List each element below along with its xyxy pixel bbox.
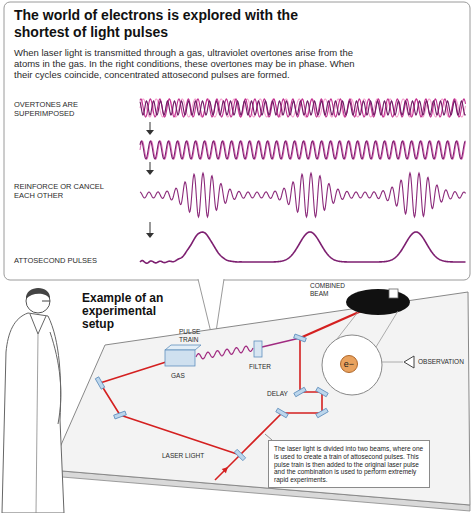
laser-beam	[240, 338, 322, 455]
callout-box	[4, 2, 470, 280]
mirror	[316, 408, 328, 417]
part-label: GAS	[171, 372, 185, 380]
electron-circle: e−	[340, 355, 358, 373]
gas-cell	[165, 350, 195, 366]
part-label: COMBINED BEAM	[310, 282, 350, 297]
overtone-wave	[140, 99, 466, 117]
person-head	[26, 289, 50, 313]
overtone-wave	[140, 99, 466, 117]
target-area	[346, 289, 410, 315]
mirror	[276, 408, 288, 417]
table-top	[50, 292, 470, 505]
person-collar	[30, 314, 46, 334]
callout-tail-join	[199, 279, 223, 281]
part-label: LASER LIGHT	[162, 452, 204, 460]
mirror	[95, 377, 104, 389]
down-arrow	[150, 122, 151, 131]
person-arm	[50, 332, 61, 424]
mirror	[316, 387, 328, 396]
caption-text: The laser light is divided into two beam…	[274, 445, 424, 484]
mirror	[294, 387, 306, 396]
overtone-wave	[140, 101, 466, 115]
arrow-head	[146, 233, 154, 238]
mirror	[114, 411, 127, 419]
part-label: FILTER	[249, 363, 271, 371]
part-label: OBSERVATION	[418, 358, 464, 366]
filter	[254, 341, 262, 357]
person-coat-line	[36, 334, 38, 513]
title: The world of electrons is explored with …	[14, 7, 304, 41]
row-label: OVERTONES ARE SUPERIMPOSED	[14, 100, 114, 118]
intro-text: When laser light is transmitted through …	[14, 47, 359, 80]
attosecond-pulse-curve	[140, 232, 466, 263]
caption-box: The laser light is divided into two beam…	[268, 440, 430, 488]
person-coat	[2, 313, 64, 513]
electron-symbol: e−	[344, 359, 354, 370]
mirror	[294, 334, 307, 342]
laser-beam	[215, 455, 240, 480]
eye-symbol	[404, 356, 414, 368]
pulse-train-beam	[262, 338, 300, 347]
arrow-head	[222, 467, 228, 473]
in-phase-wave	[140, 141, 466, 159]
down-arrow	[150, 162, 151, 171]
part-label: PULSE TRAIN	[179, 328, 204, 343]
person-glasses	[42, 301, 50, 302]
zoom-circle	[322, 335, 382, 395]
observation-line	[382, 362, 403, 363]
laser-beam	[100, 362, 240, 455]
row-label: ATTOSECOND PULSES	[14, 256, 97, 265]
arrow-head	[146, 130, 154, 135]
person-hair	[26, 288, 50, 299]
row-label: REINFORCE OR CANCEL EACH OTHER	[14, 182, 114, 200]
in-phase-wave	[140, 141, 466, 159]
interference-wave	[140, 173, 466, 217]
setup-heading: Example of an experimental setup	[82, 292, 180, 331]
target	[389, 289, 398, 298]
gas-cell-top	[165, 345, 201, 350]
zoom-line	[376, 311, 398, 347]
part-label: DELAY	[267, 390, 288, 398]
mirror	[234, 449, 245, 460]
down-arrow	[150, 222, 151, 234]
arrow-head	[146, 170, 154, 175]
pulse-train	[196, 346, 253, 359]
